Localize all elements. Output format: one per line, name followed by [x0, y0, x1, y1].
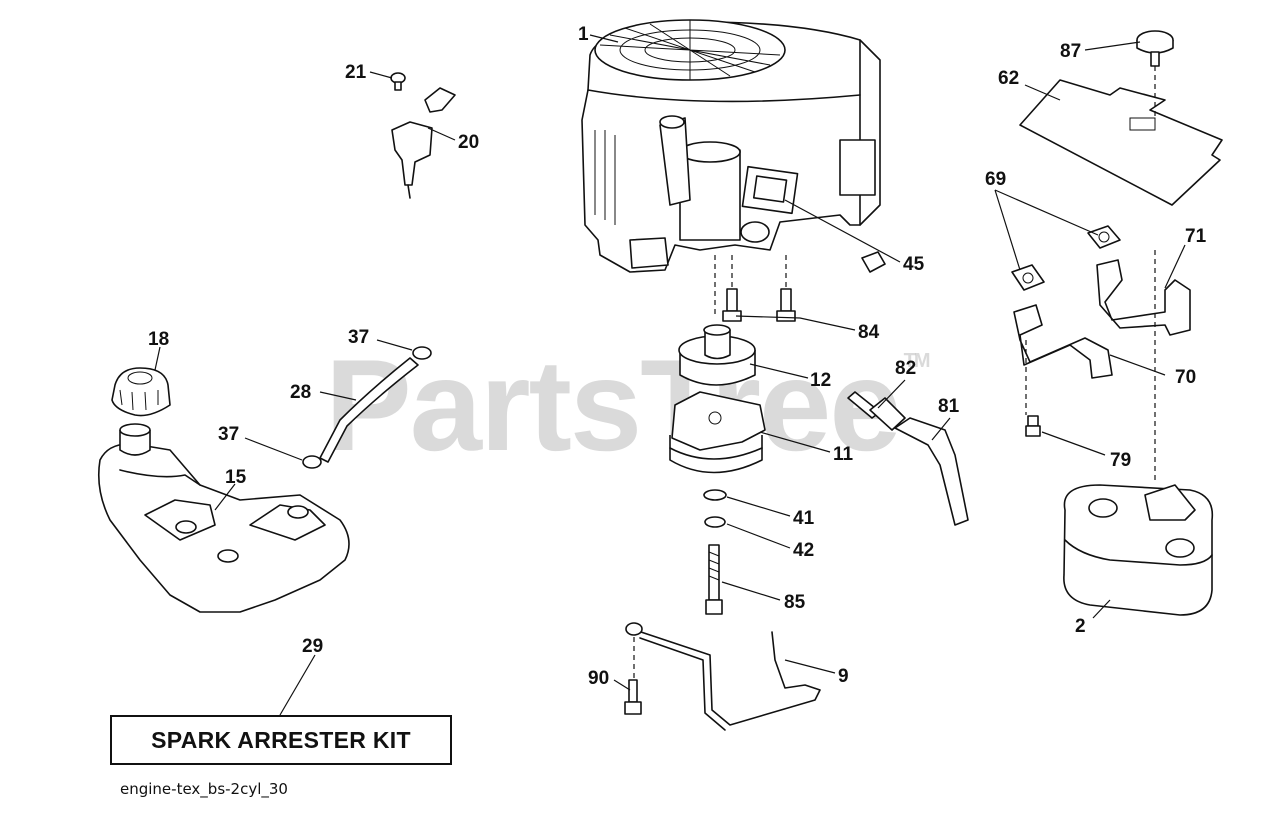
callout-85[interactable]: 85 — [784, 592, 806, 613]
callout-2[interactable]: 2 — [1075, 616, 1086, 637]
spark-arrester-kit-label: SPARK ARRESTER KIT — [151, 726, 411, 753]
callout-90[interactable]: 90 — [588, 668, 609, 689]
spark-arrester-kit-box[interactable]: SPARK ARRESTER KIT — [110, 715, 452, 765]
muffler-2-part[interactable] — [1063, 484, 1214, 616]
callout-37-lower[interactable]: 37 — [218, 424, 239, 445]
fuel-cap-18-part[interactable] — [111, 367, 171, 417]
clamp-37-lower-part[interactable] — [302, 455, 322, 469]
callout-84[interactable]: 84 — [858, 322, 880, 343]
bolt-85-part[interactable] — [705, 544, 723, 615]
callout-82[interactable]: 82 — [895, 358, 916, 379]
washer-41-part[interactable] — [703, 489, 727, 501]
bolt-84-right-part[interactable] — [776, 288, 796, 322]
plug-45-part[interactable] — [861, 251, 886, 273]
rod-9-part[interactable] — [625, 622, 821, 731]
callout-12[interactable]: 12 — [810, 370, 831, 391]
callout-15[interactable]: 15 — [225, 467, 247, 488]
callout-70[interactable]: 70 — [1175, 367, 1196, 388]
callout-62[interactable]: 62 — [998, 68, 1019, 89]
callout-1[interactable]: 1 — [578, 24, 589, 45]
callout-18[interactable]: 18 — [148, 329, 169, 350]
hose-82-part[interactable] — [847, 391, 906, 431]
callout-9[interactable]: 9 — [838, 666, 849, 687]
callout-37-upper[interactable]: 37 — [348, 327, 369, 348]
callout-87[interactable]: 87 — [1060, 41, 1081, 62]
exhaust-pipe-70-part[interactable] — [1013, 304, 1113, 379]
callout-11[interactable]: 11 — [833, 444, 854, 465]
callout-69[interactable]: 69 — [985, 169, 1006, 190]
callout-41[interactable]: 41 — [793, 508, 815, 529]
leader-lines — [154, 34, 1186, 716]
callout-42[interactable]: 42 — [793, 540, 814, 561]
clutch-11-part[interactable] — [669, 391, 766, 474]
screw-21-part[interactable] — [390, 72, 406, 91]
exhaust-pipe-71-part[interactable] — [1096, 259, 1191, 336]
gasket-69-lower-part[interactable] — [1011, 264, 1045, 291]
callout-29[interactable]: 29 — [302, 636, 323, 657]
callout-28[interactable]: 28 — [290, 382, 311, 403]
watermark-trademark: TM — [903, 350, 931, 372]
hose-81-part[interactable] — [894, 417, 969, 526]
callout-81[interactable]: 81 — [938, 396, 960, 417]
clamp-37-upper-part[interactable] — [412, 346, 432, 360]
callout-20[interactable]: 20 — [458, 132, 479, 153]
fuel-line-28-part[interactable] — [319, 357, 419, 463]
callout-45[interactable]: 45 — [903, 254, 925, 275]
fuel-tank-15-part[interactable] — [97, 423, 350, 613]
callout-79[interactable]: 79 — [1110, 450, 1131, 471]
heat-shield-62-part[interactable] — [1019, 79, 1223, 206]
screw-79-part[interactable] — [1025, 415, 1041, 437]
callout-71[interactable]: 71 — [1185, 226, 1207, 247]
bolt-90-part[interactable] — [624, 679, 642, 715]
pulley-12-part[interactable] — [678, 324, 756, 386]
engine-part[interactable] — [581, 19, 881, 273]
diagram-code: engine-tex_bs-2cyl_30 — [120, 780, 288, 798]
callout-21[interactable]: 21 — [345, 62, 367, 83]
bracket-20-part[interactable] — [391, 87, 456, 199]
washer-42-part[interactable] — [704, 516, 726, 528]
knob-87-part[interactable] — [1136, 30, 1174, 67]
gasket-69-upper-part[interactable] — [1087, 225, 1121, 249]
